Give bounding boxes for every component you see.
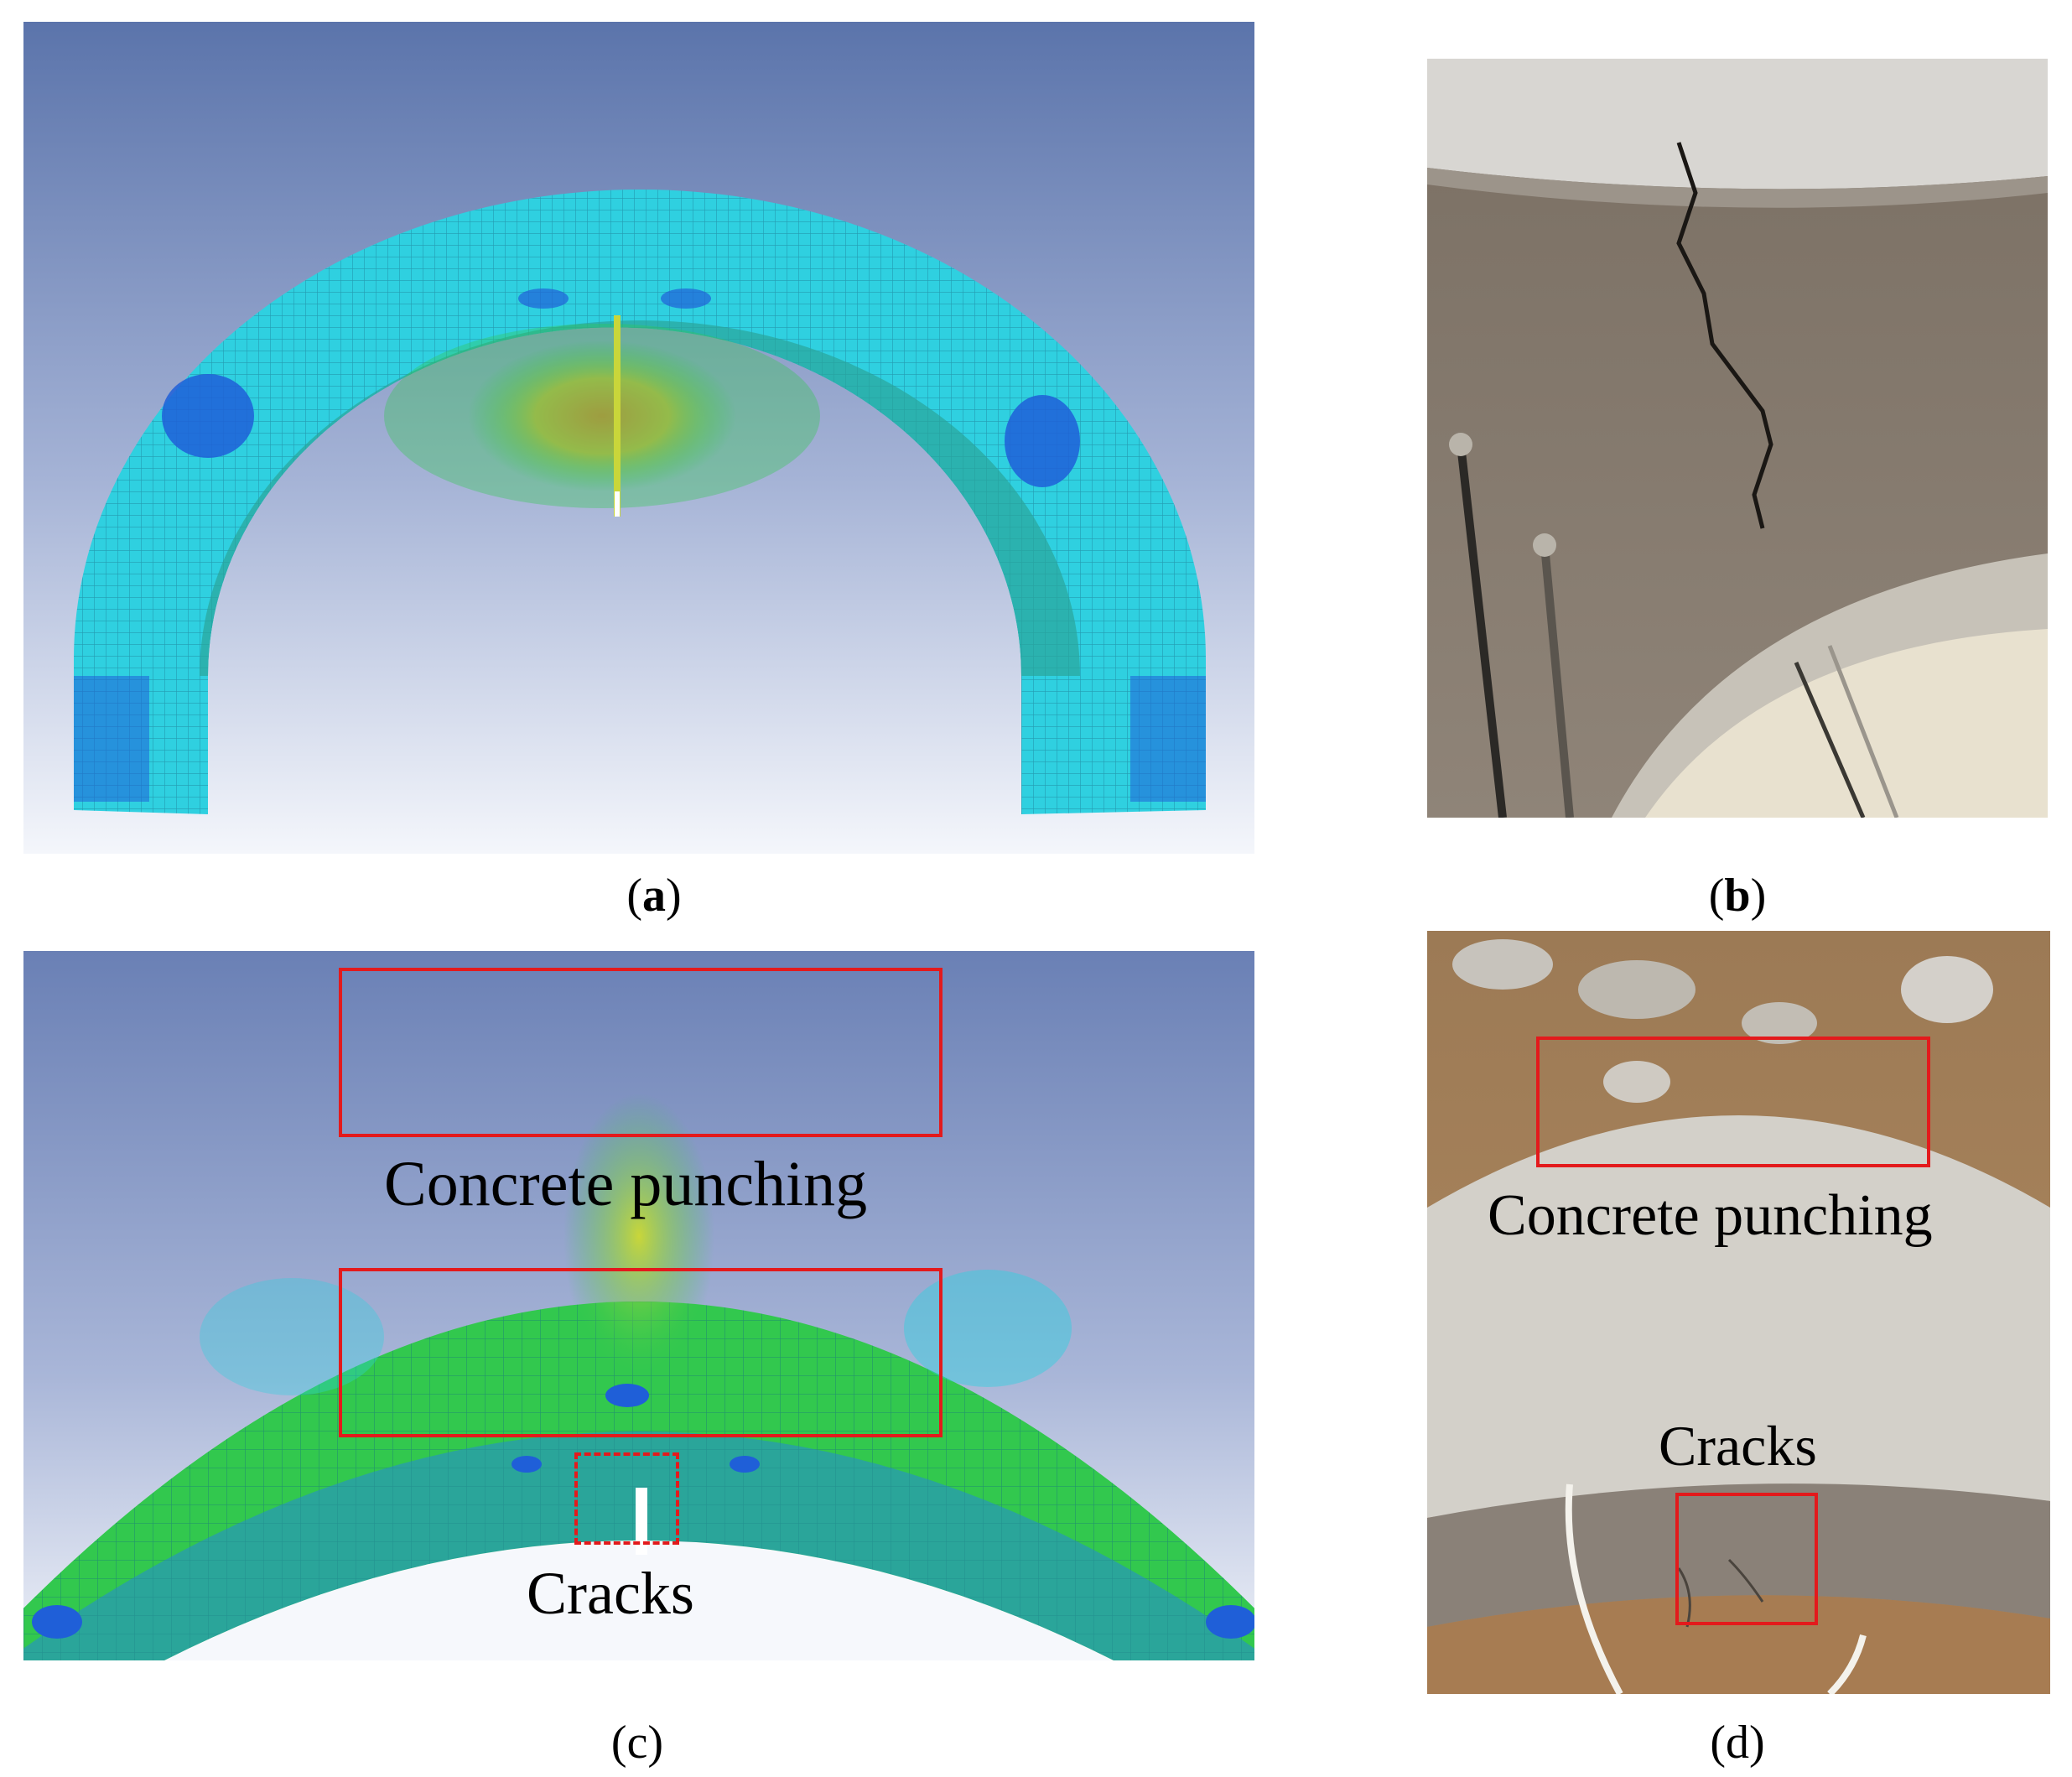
- crack-photo: [1427, 59, 2048, 818]
- caption-d-letter: d: [1726, 1717, 1749, 1769]
- panel-a-fe-model: [23, 22, 1254, 854]
- punching-box-inner: [339, 1268, 943, 1437]
- label-cracks-c: Cracks: [527, 1560, 694, 1627]
- punching-box-d: [1536, 1037, 1930, 1167]
- field-photo: [1427, 931, 2050, 1694]
- label-cracks-d: Cracks: [1659, 1414, 1817, 1478]
- panel-d-field-photo: Concrete punching Cracks: [1427, 931, 2050, 1694]
- label-concrete-punching-c: Concrete punching: [384, 1149, 868, 1219]
- caption-b-letter: b: [1724, 870, 1751, 922]
- caption-c-letter: c: [626, 1717, 648, 1769]
- label-concrete-punching-d: Concrete punching: [1488, 1183, 1933, 1248]
- punching-box-top: [339, 968, 943, 1137]
- panel-b-photo-crack: [1427, 59, 2048, 818]
- fe-arch-render: [23, 22, 1254, 854]
- panel-c-fe-closeup: Concrete punching Cracks: [23, 951, 1254, 1660]
- caption-a: (a): [626, 870, 682, 922]
- fe-closeup-render: [23, 951, 1254, 1660]
- caption-d: (d): [1710, 1717, 1765, 1769]
- caption-c: (c): [610, 1717, 664, 1769]
- caption-b: (b): [1708, 870, 1767, 922]
- crack-box-dashed: [574, 1452, 679, 1545]
- crack-box-d: [1675, 1493, 1818, 1625]
- caption-a-letter: a: [642, 870, 666, 922]
